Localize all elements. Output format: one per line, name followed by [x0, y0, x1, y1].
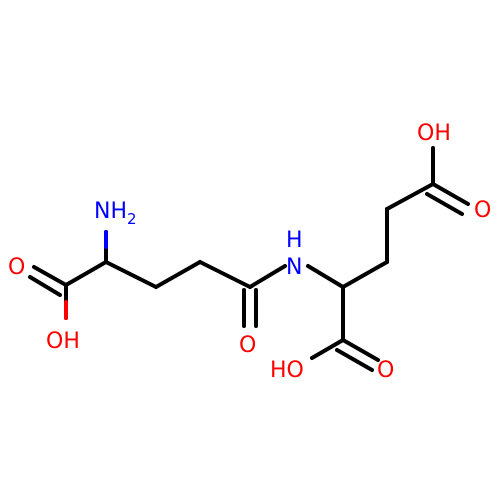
bond-c1-alpha: [64, 260, 108, 287]
right-top-oh-label: OH: [417, 121, 451, 146]
bond-c1-o-double-2: [28, 275, 62, 297]
bond-c1-o-double-1: [32, 265, 68, 287]
left-carbonyl-o-label: O: [8, 255, 25, 280]
bond-c-ho: [310, 338, 345, 360]
bottom-o-label: O: [377, 358, 394, 383]
bond-amide-c-n: [248, 264, 287, 289]
bond-alpha2-cb2: [341, 260, 389, 289]
amide-o-label: O: [239, 333, 256, 358]
bond-n-alpha2: [306, 264, 345, 289]
bond-c-o-double-1: [341, 338, 380, 362]
nh-label: N: [286, 255, 302, 280]
bond-cg2-cd2: [385, 182, 435, 211]
bond-alpha-cb: [104, 260, 158, 289]
bond-cg-cd: [198, 260, 252, 289]
bond-cb-cg: [154, 260, 202, 289]
nh2-label: NH2: [94, 199, 137, 228]
bond-cd2-o-double-2: [425, 192, 464, 216]
left-oh-label: OH: [46, 329, 80, 354]
bottom-ho-label: HO: [270, 358, 304, 383]
bond-c-o-double-2: [335, 348, 374, 372]
bond-cd2-o-double-1: [431, 182, 470, 206]
right-top-o-label: O: [474, 198, 491, 223]
nh-h-label: H: [286, 228, 303, 253]
